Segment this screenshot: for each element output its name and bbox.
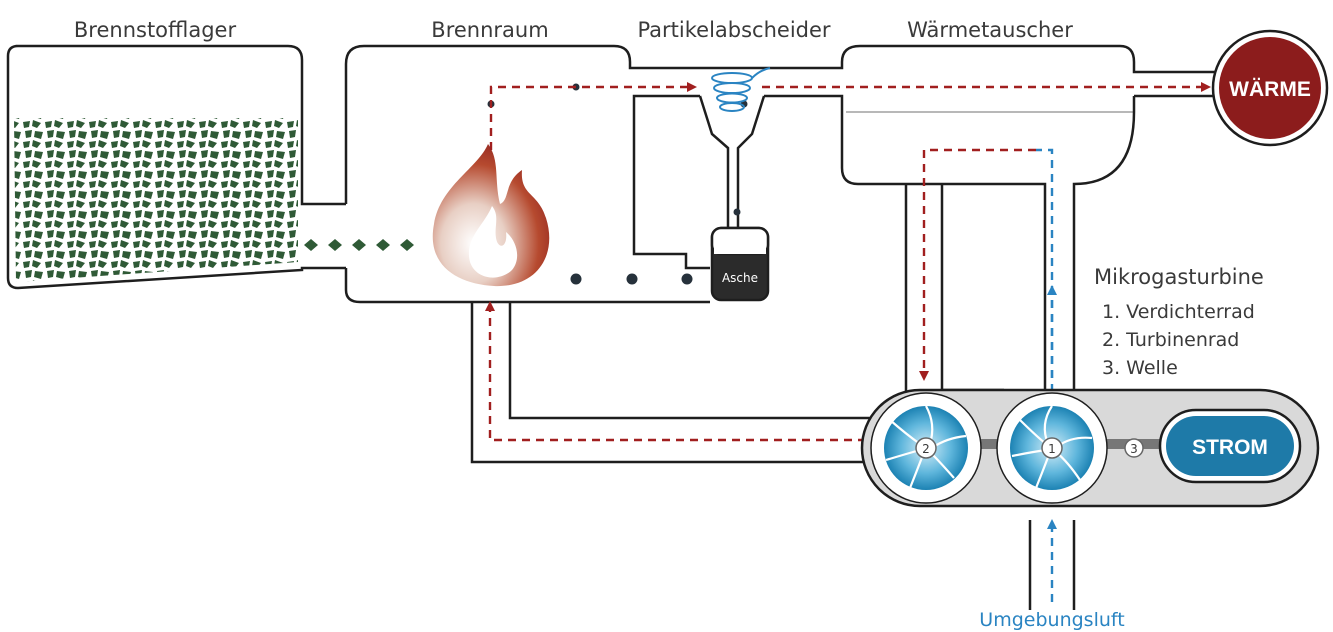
microturbine-title: Mikrogasturbine (1094, 265, 1264, 289)
legend-item-shaft: 3. Welle (1102, 357, 1178, 379)
lower-chamber-outline (344, 94, 710, 304)
heat-exchanger-outline (764, 94, 1218, 390)
compressor-number: 1 (1048, 442, 1056, 456)
return-air-flow-arrow (485, 301, 880, 442)
shaft-number-marker (1124, 438, 1144, 458)
turbine-number: 2 (922, 442, 930, 456)
upper-duct-outline (344, 44, 1218, 204)
hot-gas-flow-arrow-1 (489, 82, 697, 150)
shaft-number: 3 (1130, 442, 1138, 456)
power-badge (1166, 416, 1294, 476)
heat-badge (1219, 37, 1321, 139)
power-label: STROM (1192, 436, 1268, 459)
legend-item-compressor: 1. Verdichterrad (1102, 301, 1255, 323)
return-air-duct (470, 302, 880, 464)
combustion-chamber-label: Brennraum (431, 18, 548, 42)
fuel-storage-container (6, 44, 346, 290)
heat-exchanger-label: Wärmetauscher (907, 18, 1073, 42)
heat-label: WÄRME (1229, 78, 1311, 101)
legend-item-turbine: 2. Turbinenrad (1102, 329, 1239, 351)
ambient-air-inlet (1028, 520, 1076, 610)
cyclone-spiral-icon (711, 67, 771, 112)
separator-cone (698, 95, 766, 232)
turbine-wheel: 2 (870, 392, 982, 504)
flame-icon (432, 144, 550, 287)
ash-particles (487, 83, 748, 285)
hot-air-to-turbine-arrow (919, 148, 1036, 381)
compressor-wheel: 1 (996, 392, 1108, 504)
particle-separator-label: Partikelabscheider (637, 18, 830, 42)
ash-label: Asche (722, 271, 758, 285)
fuel-storage-label: Brennstofflager (74, 18, 237, 42)
hot-gas-duct (904, 184, 1004, 400)
fuel-pile (14, 118, 298, 282)
fuel-chips-conveyed (304, 239, 414, 251)
ambient-air-label: Umgebungsluft (979, 609, 1124, 631)
heat-exchanger-right-wall (1072, 96, 1136, 390)
shaft-segment-1 (960, 439, 1006, 449)
